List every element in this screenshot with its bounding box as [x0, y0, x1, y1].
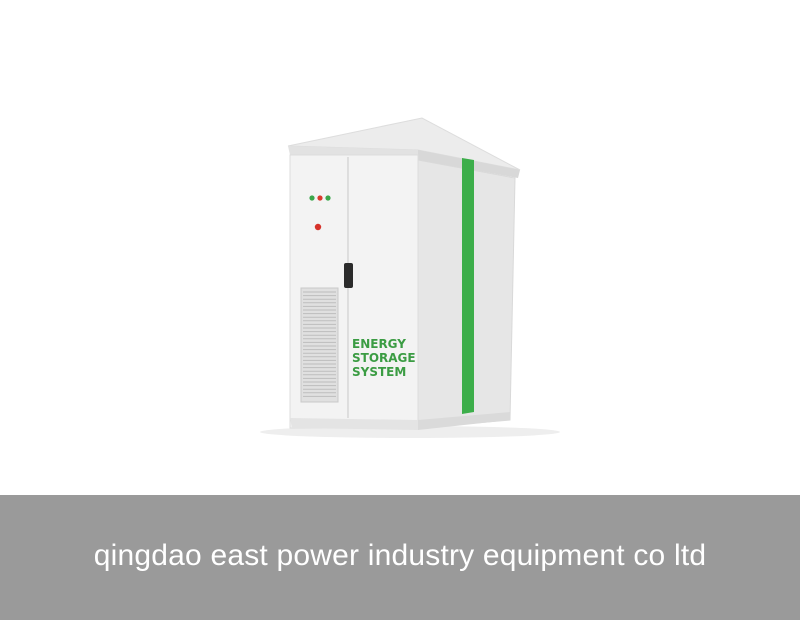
alarm-button	[314, 223, 322, 231]
product-photo: ENERGY STORAGE SYSTEM	[260, 117, 560, 438]
cabinet-base-front	[290, 418, 418, 430]
caption-bar: qingdao east power industry equipment co…	[0, 495, 800, 620]
energy-storage-cabinet-illustration: ENERGY STORAGE SYSTEM	[260, 117, 560, 438]
indicator-light-green-1	[309, 195, 315, 201]
door-handle	[344, 263, 353, 288]
green-accent-stripe	[462, 158, 474, 414]
cabinet-label-line-2: STORAGE	[352, 351, 416, 365]
indicator-light-red	[317, 195, 323, 201]
company-caption: qingdao east power industry equipment co…	[93, 538, 707, 572]
vent-grille	[300, 287, 339, 403]
cabinet-label-line-3: SYSTEM	[352, 365, 406, 379]
cabinet-base-side	[418, 412, 510, 430]
cabinet-label-line-1: ENERGY	[352, 337, 406, 351]
ground-shadow	[260, 426, 560, 438]
indicator-light-green-2	[325, 195, 331, 201]
